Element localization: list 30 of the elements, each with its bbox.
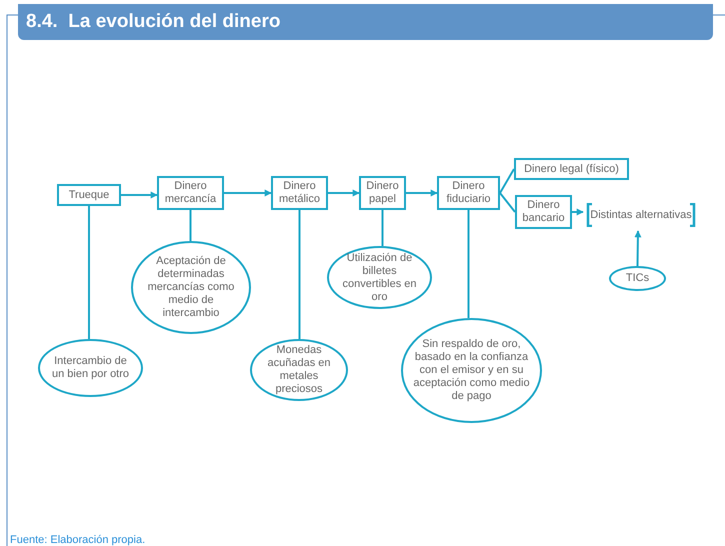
connector-line — [382, 210, 384, 246]
connector-line — [499, 192, 516, 213]
caption: Fuente: Elaboración propia. — [10, 533, 146, 546]
stage-box: Dinero fiduciario — [437, 176, 500, 210]
description-ellipse: Intercambio de un bien por otro — [38, 339, 143, 397]
bracketed-node — [586, 203, 696, 227]
arrow — [406, 190, 438, 196]
description-ellipse: Utilización de billetes convertibles en oro — [327, 246, 432, 309]
arrow — [121, 192, 158, 198]
stage-box: Dinero papel — [359, 176, 406, 210]
connector-line — [190, 210, 192, 241]
stage-box: Dinero mercancía — [157, 176, 224, 210]
connector-line — [298, 210, 300, 339]
stage-box: Dinero metálico — [271, 176, 328, 210]
title: 8.4. La evolución del dinero — [26, 10, 280, 34]
description-ellipse: Sin respaldo de oro, basado en la confianza con el emisor y en su aceptación como medio de pago — [401, 318, 542, 423]
connector-line — [88, 206, 90, 339]
stage-box: Dinero bancario — [515, 195, 572, 229]
connector-line — [499, 168, 515, 194]
stage-box: Dinero legal (físico) — [514, 158, 629, 180]
arrow — [224, 190, 272, 196]
arrow — [572, 208, 584, 216]
description-ellipse: Monedas acuñadas en metales preciosos — [250, 339, 348, 401]
arrow — [328, 190, 360, 196]
arrow — [634, 230, 642, 266]
connector-line — [468, 210, 470, 318]
description-ellipse: TICs — [609, 266, 666, 291]
stage-box: Trueque — [57, 184, 121, 206]
node-label: Distintas alternativas — [590, 208, 692, 223]
description-ellipse: Aceptación de determinadas mercancías como medio de intercambio — [131, 241, 251, 334]
